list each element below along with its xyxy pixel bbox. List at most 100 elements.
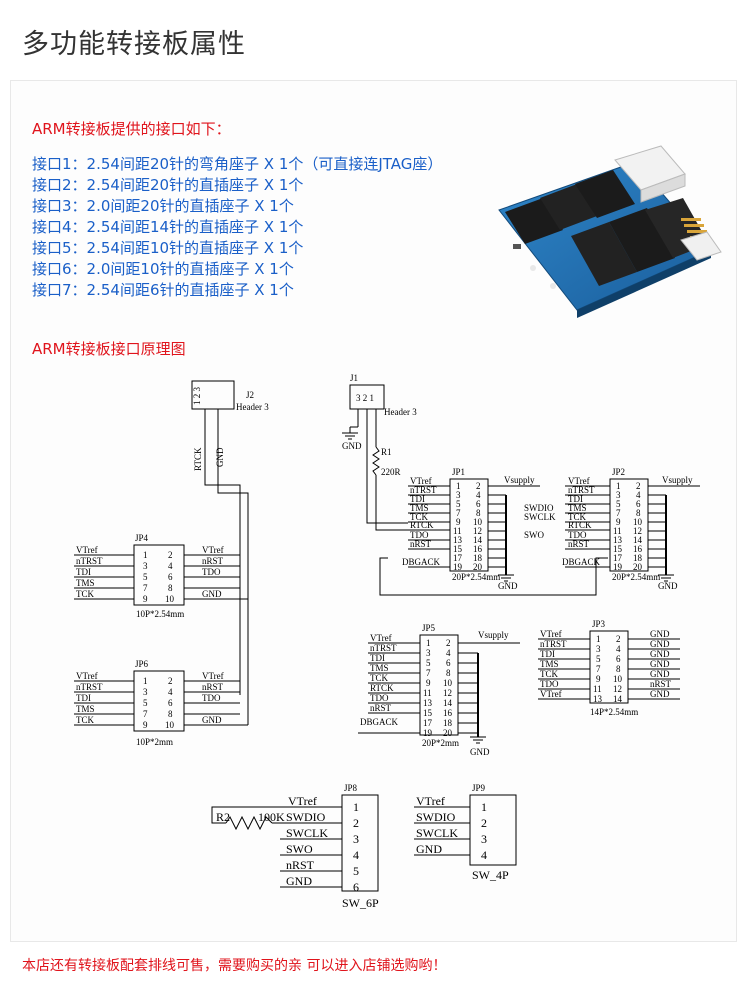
jp2-value: 20P*2.54mm	[612, 572, 660, 582]
svg-text:2: 2	[616, 634, 621, 644]
jp8-net: GND	[286, 874, 312, 888]
port-item: 接口1：2.54间距20针的弯角座子 X 1个（可直接连JTAG座）	[32, 155, 443, 173]
jp3-net: GND	[650, 689, 670, 699]
svg-text:3: 3	[143, 687, 148, 697]
svg-text:17: 17	[453, 553, 463, 563]
port-item: 接口5：2.54间距10针的直插座子 X 1个	[32, 239, 304, 257]
svg-text:1: 1	[426, 638, 431, 648]
jp4-net: nTRST	[76, 556, 103, 566]
svg-text:3: 3	[456, 490, 461, 500]
svg-text:19: 19	[453, 562, 463, 572]
svg-text:8: 8	[168, 709, 173, 719]
jp3-net: VTref	[540, 629, 562, 639]
svg-text:6: 6	[353, 880, 359, 894]
jp1-net: TDI	[410, 494, 425, 504]
svg-text:9: 9	[143, 594, 148, 604]
jp6-net: TMS	[76, 704, 95, 714]
jp1-ref: JP1	[452, 467, 465, 477]
svg-text:3: 3	[481, 832, 487, 846]
svg-text:7: 7	[456, 508, 461, 518]
jp8-net: nRST	[286, 858, 315, 872]
svg-text:3: 3	[616, 490, 621, 500]
jp3-ref: JP3	[592, 619, 606, 629]
jp9-net: VTref	[416, 794, 445, 808]
svg-text:16: 16	[443, 708, 453, 718]
svg-text:3: 3	[596, 644, 601, 654]
svg-text:14: 14	[613, 694, 623, 704]
jp2-net: TCK	[568, 512, 587, 522]
jp1-value: 20P*2.54mm	[452, 572, 500, 582]
svg-text:10: 10	[613, 674, 623, 684]
svg-text:11: 11	[423, 688, 432, 698]
jp6-net: VTref	[76, 671, 98, 681]
svg-text:17: 17	[613, 553, 623, 563]
port-item: 接口6：2.0间距10针的直插座子 X 1个	[32, 260, 294, 278]
ports-list: 接口1：2.54间距20针的弯角座子 X 1个（可直接连JTAG座） 接口2：2…	[32, 154, 452, 301]
svg-text:3: 3	[426, 648, 431, 658]
jp5-net: TDO	[370, 693, 389, 703]
svg-text:2: 2	[446, 638, 451, 648]
svg-text:20: 20	[443, 728, 453, 738]
j1-ref: J1	[350, 373, 358, 383]
jp1-net: RTCK	[410, 520, 434, 530]
svg-text:9: 9	[426, 678, 431, 688]
adapter-board-photo	[498, 145, 722, 318]
jp5-net: nTRST	[370, 643, 397, 653]
svg-text:5: 5	[426, 658, 431, 668]
jp2-swd: SWDIO	[524, 503, 554, 513]
svg-text:4: 4	[446, 648, 451, 658]
svg-text:12: 12	[443, 688, 452, 698]
svg-text:2: 2	[168, 550, 173, 560]
svg-text:5: 5	[143, 572, 148, 582]
jp8-header: JP8 1 2 3 4 5 6 SW_6P VTref SWDIO SWCLK …	[211, 783, 379, 910]
svg-text:13: 13	[613, 535, 623, 545]
port-item: 接口3：2.0间距20针的直插座子 X 1个	[32, 197, 294, 215]
svg-text:8: 8	[476, 508, 481, 518]
jp8-ref: JP8	[344, 783, 358, 793]
svg-text:8: 8	[636, 508, 641, 518]
jp3-net: nTRST	[540, 639, 567, 649]
jp6-value: 10P*2mm	[136, 737, 173, 747]
svg-text:7: 7	[596, 664, 601, 674]
svg-text:1: 1	[616, 481, 621, 491]
j2-net-rtck: RTCK	[193, 447, 203, 471]
svg-text:4: 4	[168, 687, 173, 697]
jp5-net: VTref	[370, 633, 392, 643]
port-item: 接口7：2.54间距6针的直插座子 X 1个	[32, 281, 294, 299]
svg-text:20: 20	[473, 562, 483, 572]
svg-text:8: 8	[446, 668, 451, 678]
svg-text:19: 19	[613, 562, 623, 572]
jp9-header: JP9 1 2 3 4 SW_4P VTref SWDIO SWCLK GND	[414, 783, 517, 882]
jp6-net: GND	[202, 715, 222, 725]
interfaces-heading: ARM转接板提供的接口如下：	[32, 120, 231, 138]
jp4-net: TCK	[76, 589, 95, 599]
jp9-net: GND	[416, 842, 442, 856]
jp4-net: TDI	[76, 567, 91, 577]
j1-pins: 3 2 1	[356, 393, 374, 403]
svg-text:4: 4	[481, 848, 487, 862]
r1-value: 220R	[381, 467, 401, 477]
svg-text:1: 1	[143, 676, 148, 686]
svg-text:4: 4	[353, 848, 359, 862]
svg-text:6: 6	[168, 698, 173, 708]
jp2-gnd: GND	[658, 581, 678, 591]
svg-text:15: 15	[423, 708, 433, 718]
jp9-value: SW_4P	[472, 868, 509, 882]
jp1-net: nRST	[410, 539, 432, 549]
svg-text:3: 3	[143, 561, 148, 571]
footer-note: 本店还有转接板配套排线可售，需要购买的亲 可以进入店铺选购哟！	[22, 958, 447, 974]
svg-text:19: 19	[423, 728, 433, 738]
jp5-value: 20P*2mm	[422, 738, 459, 748]
jp2-net: VTref	[568, 476, 590, 486]
jp4-net: TMS	[76, 578, 95, 588]
svg-text:12: 12	[613, 684, 622, 694]
svg-text:10: 10	[633, 517, 643, 527]
jp2-net: nTRST	[568, 485, 595, 495]
svg-text:16: 16	[473, 544, 483, 554]
jp3-net: GND	[650, 629, 670, 639]
jp6-net: VTref	[202, 671, 224, 681]
j2-net-gnd: GND	[215, 447, 225, 467]
jp5-net: nRST	[370, 703, 392, 713]
